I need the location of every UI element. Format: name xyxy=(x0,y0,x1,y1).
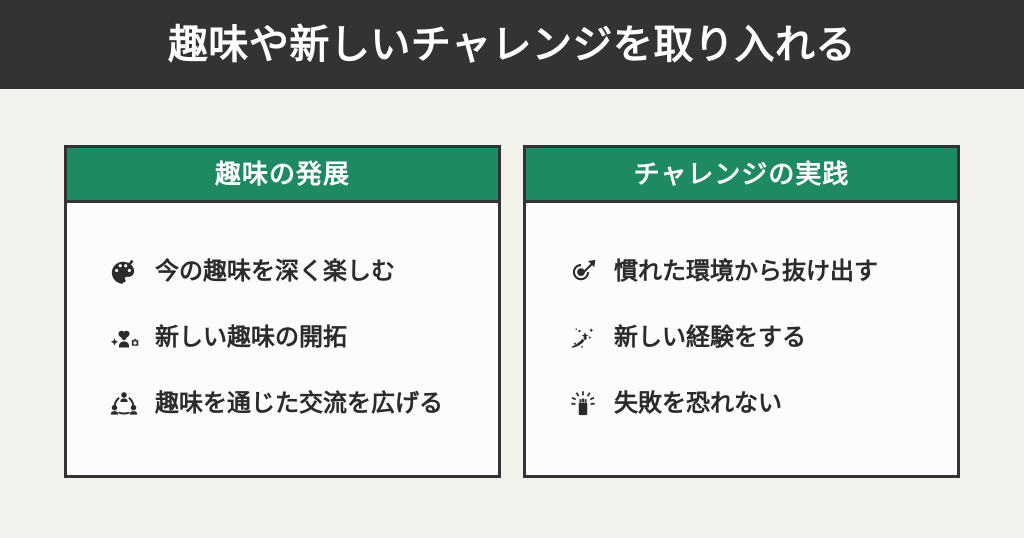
list-item-label: 新しい経験をする xyxy=(614,324,806,351)
list-item-label: 新しい趣味の開拓 xyxy=(155,324,347,351)
list-item: 新しい趣味の開拓 xyxy=(67,305,498,371)
list-item-label: 趣味を通じた交流を広げる xyxy=(155,390,443,417)
list-item-label: 今の趣味を深く楽しむ xyxy=(155,258,395,285)
list-item: 趣味を通じた交流を広げる xyxy=(67,371,498,437)
card-hobby-development: 趣味の発展 今の趣味を深く楽しむ xyxy=(64,145,501,478)
card-header-left: 趣味の発展 xyxy=(67,148,498,203)
list-item-label: 失敗を恐れない xyxy=(614,390,782,417)
list-item: 今の趣味を深く楽しむ xyxy=(67,239,498,305)
list-item-label: 慣れた環境から抜け出す xyxy=(614,258,878,285)
card-container: 趣味の発展 今の趣味を深く楽しむ xyxy=(64,145,960,478)
list-item: 失敗を恐れない xyxy=(526,371,957,437)
interests-icon xyxy=(107,321,141,355)
list-item: 慣れた環境から抜け出す xyxy=(526,239,957,305)
slide-header: 趣味や新しいチャレンジを取り入れる xyxy=(0,0,1024,89)
page-title: 趣味や新しいチャレンジを取り入れる xyxy=(167,22,857,67)
card-body-left: 今の趣味を深く楽しむ 新しい趣味の開 xyxy=(67,203,498,475)
card-body-right: 慣れた環境から抜け出す xyxy=(526,203,957,475)
card-header-right: チャレンジの実践 xyxy=(526,148,957,203)
card-title-left: 趣味の発展 xyxy=(214,159,350,189)
palette-icon xyxy=(107,255,141,289)
magic-wand-sparkle-icon xyxy=(566,321,600,355)
card-challenge-practice: チャレンジの実践 慣れた環境から抜け出す xyxy=(523,145,960,478)
group-network-icon xyxy=(107,387,141,421)
rocket-launch-icon xyxy=(566,255,600,289)
raised-fist-icon xyxy=(566,387,600,421)
list-item: 新しい経験をする xyxy=(526,305,957,371)
card-title-right: チャレンジの実践 xyxy=(633,159,850,189)
